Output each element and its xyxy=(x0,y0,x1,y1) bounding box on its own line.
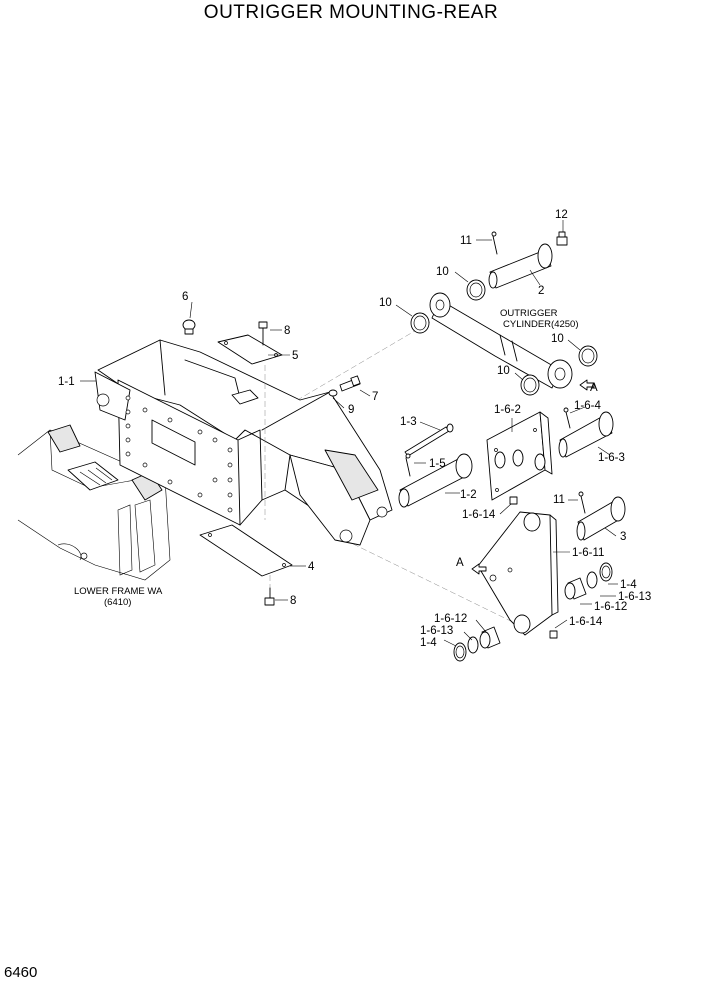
callout-label: 1-6-11 xyxy=(572,547,604,559)
callout-label: 8 xyxy=(284,325,290,337)
grease-fitting-1-6-14-lower xyxy=(549,630,558,639)
cotter-pin-1-5 xyxy=(405,453,411,477)
callout-label: 12 xyxy=(555,209,568,221)
seal-1-4-right xyxy=(599,562,613,582)
shim-1-6-13-left xyxy=(467,636,479,654)
grease-fitting-6 xyxy=(182,319,196,335)
callout-label: 1-3 xyxy=(400,416,417,428)
leader-lines xyxy=(80,220,618,647)
callout-label: 11 xyxy=(553,494,565,506)
cover-plate-5 xyxy=(217,334,283,365)
callout-label: 1-6-13 xyxy=(420,625,453,637)
pin-1-3 xyxy=(404,423,454,457)
callout-label: 10 xyxy=(379,297,392,309)
bracket-1-6-2 xyxy=(486,411,553,501)
plate-holes xyxy=(125,395,233,513)
callout-label: 1-6-4 xyxy=(574,400,601,412)
link-1-6-11 xyxy=(477,511,559,636)
cotter-pin-11-top xyxy=(491,231,498,255)
callout-label: 11 xyxy=(460,235,472,247)
callout-label: 8 xyxy=(290,595,296,607)
callout-label: 1-6-3 xyxy=(598,452,625,464)
page-number: 6460 xyxy=(4,964,38,981)
callout-label: 1-2 xyxy=(460,489,477,501)
bolt-8-lower xyxy=(264,587,275,606)
shim-1-6-13-right xyxy=(586,571,598,589)
callout-label: 1-5 xyxy=(429,458,446,470)
bolt-7 xyxy=(339,375,361,392)
callout-label: 7 xyxy=(372,391,378,403)
callout-label: 4 xyxy=(308,561,315,573)
cylinder-note-line1: OUTRIGGER xyxy=(500,308,558,319)
callout-label: 10 xyxy=(497,365,510,377)
callout-label: 1-4 xyxy=(420,637,437,649)
callout-label: 10 xyxy=(551,333,564,345)
bolt-8-upper xyxy=(258,321,268,346)
callout-label: 1-6-14 xyxy=(462,509,496,521)
lower-frame-note-line1: LOWER FRAME WA xyxy=(74,586,163,597)
lower-frame-note-line2: (6410) xyxy=(104,597,131,608)
pin-1-6-3 xyxy=(558,411,614,458)
view-marker-a-left: A xyxy=(456,557,464,569)
callout-label: 5 xyxy=(292,350,298,362)
view-marker-a-right: A xyxy=(590,382,598,394)
bushing-1-6-12-left xyxy=(479,626,501,649)
outrigger-cylinder xyxy=(429,292,573,389)
cover-plate-4 xyxy=(199,524,293,577)
callout-label: 10 xyxy=(436,266,449,278)
grease-fitting-1-6-14-upper xyxy=(509,496,518,505)
callout-label: 1-1 xyxy=(58,376,75,388)
lower-frame-outline xyxy=(17,424,171,581)
washer-9 xyxy=(328,389,338,397)
pin-2 xyxy=(488,243,553,289)
pin-1-2 xyxy=(398,453,473,508)
callout-label: 1-4 xyxy=(620,579,637,591)
cotter-pin-1-6-4 xyxy=(563,407,571,429)
callout-label: 9 xyxy=(348,404,354,416)
callout-label: 2 xyxy=(538,285,544,297)
callout-label: 1-6-12 xyxy=(594,601,627,613)
o-ring-10-a xyxy=(466,279,486,301)
grease-fitting-12 xyxy=(556,231,568,246)
callout-label: 1-6-13 xyxy=(618,591,651,603)
pin-3 xyxy=(576,496,626,541)
o-ring-10-d xyxy=(520,374,540,396)
o-ring-10-b xyxy=(410,312,430,334)
callout-label: 6 xyxy=(182,291,188,303)
callout-label: 3 xyxy=(620,531,626,543)
view-arrow-a-right xyxy=(579,379,595,391)
o-ring-10-c xyxy=(578,345,598,367)
callout-label: 1-6-14 xyxy=(569,616,603,628)
seal-1-4-left xyxy=(453,642,467,662)
cotter-pin-11-lower xyxy=(578,491,586,514)
callout-label: 1-6-12 xyxy=(434,613,467,625)
callout-label: 1-6-2 xyxy=(494,404,521,416)
cylinder-note-line2: CYLINDER(4250) xyxy=(503,319,579,330)
callout-labels: 12 11 10 2 10 6 8 5 1-1 10 10 9 7 1-3 1-… xyxy=(58,209,651,649)
view-arrow-a-left xyxy=(471,563,487,575)
page-title: OUTRIGGER MOUNTING-REAR xyxy=(203,2,499,23)
outrigger-bracket-1-1 xyxy=(94,339,393,546)
bushing-1-6-12-right xyxy=(564,577,587,600)
